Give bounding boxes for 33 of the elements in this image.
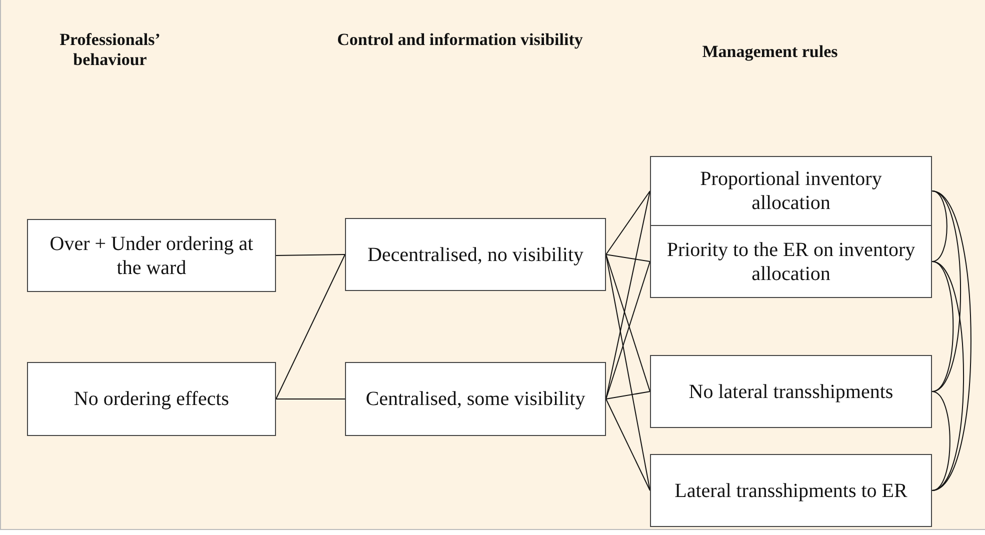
box-text: Lateral transshipments to ER [674, 478, 908, 502]
column-heading: Control and information visibility [336, 30, 584, 50]
process-box [345, 218, 606, 291]
connector-line [606, 190, 650, 400]
box-text: Over + Under ordering at the ward [48, 232, 254, 280]
connector-line [932, 261, 954, 392]
column-heading: Professionals’ behaviour [58, 30, 162, 71]
column-heading: Management rules [701, 42, 839, 62]
connector-line [606, 398, 650, 491]
connector-line [606, 254, 650, 262]
box-text: Priority to the ER on inventory allocation [666, 238, 916, 286]
box-text: No lateral transshipments [688, 380, 894, 404]
connector-line [932, 391, 950, 491]
process-box [345, 362, 606, 436]
connector-line [276, 254, 346, 400]
connector-line [606, 190, 650, 255]
process-box [27, 362, 276, 436]
connector-line [606, 391, 650, 400]
connector-line [932, 190, 948, 262]
process-box [650, 454, 932, 527]
box-text: Decentralised, no visibility [366, 242, 585, 266]
connector-line [932, 190, 972, 491]
connector-line [276, 398, 346, 400]
process-box [650, 225, 932, 298]
process-box [27, 219, 276, 292]
box-text: Proportional inventory allocation [699, 167, 883, 215]
connector-line [932, 190, 962, 392]
box-text: No ordering effects [72, 387, 230, 411]
connector-line [276, 254, 346, 256]
box-text: Centralised, some visibility [364, 387, 586, 411]
process-box [650, 156, 932, 226]
connector-line [932, 261, 964, 491]
process-box [650, 355, 932, 428]
